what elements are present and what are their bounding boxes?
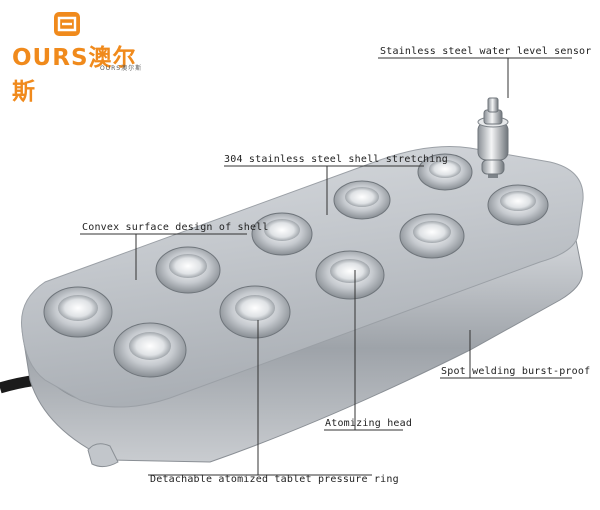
atomizing-heads xyxy=(43,153,549,378)
label-pressure-ring: Detachable atomized tablet pressure ring xyxy=(150,474,399,485)
mounting-tab xyxy=(87,443,119,468)
logo-wordmark: OURS澳尔斯 xyxy=(12,45,137,105)
atomizer-head xyxy=(43,286,113,338)
atomizer-head xyxy=(219,285,291,339)
atomizer-head xyxy=(155,246,221,294)
drop-bag-icon xyxy=(54,12,80,36)
atomizer-head xyxy=(315,250,385,300)
water-level-sensor xyxy=(477,97,509,178)
label-shell-stretching: 304 stainless steel shell stretching xyxy=(224,154,448,165)
label-atomizing-head: Atomizing head xyxy=(325,418,413,429)
label-convex-design: Convex surface design of shell xyxy=(82,222,269,233)
leader-lines xyxy=(80,57,572,476)
atomizer-head xyxy=(333,180,391,220)
label-water-level-sensor: Stainless steel water level sensor xyxy=(380,46,592,57)
atomizer-head xyxy=(251,212,313,256)
atomizer-head xyxy=(113,322,187,378)
atomizer-head xyxy=(417,153,473,191)
label-spot-welding: Spot welding burst-proof xyxy=(441,366,591,377)
atomizer-head xyxy=(399,213,465,259)
brand-logo: OURS澳尔斯 OURS澳尔斯 xyxy=(6,8,156,105)
logo-subtitle: OURS澳尔斯 xyxy=(100,65,143,72)
atomizer-head xyxy=(487,184,549,226)
